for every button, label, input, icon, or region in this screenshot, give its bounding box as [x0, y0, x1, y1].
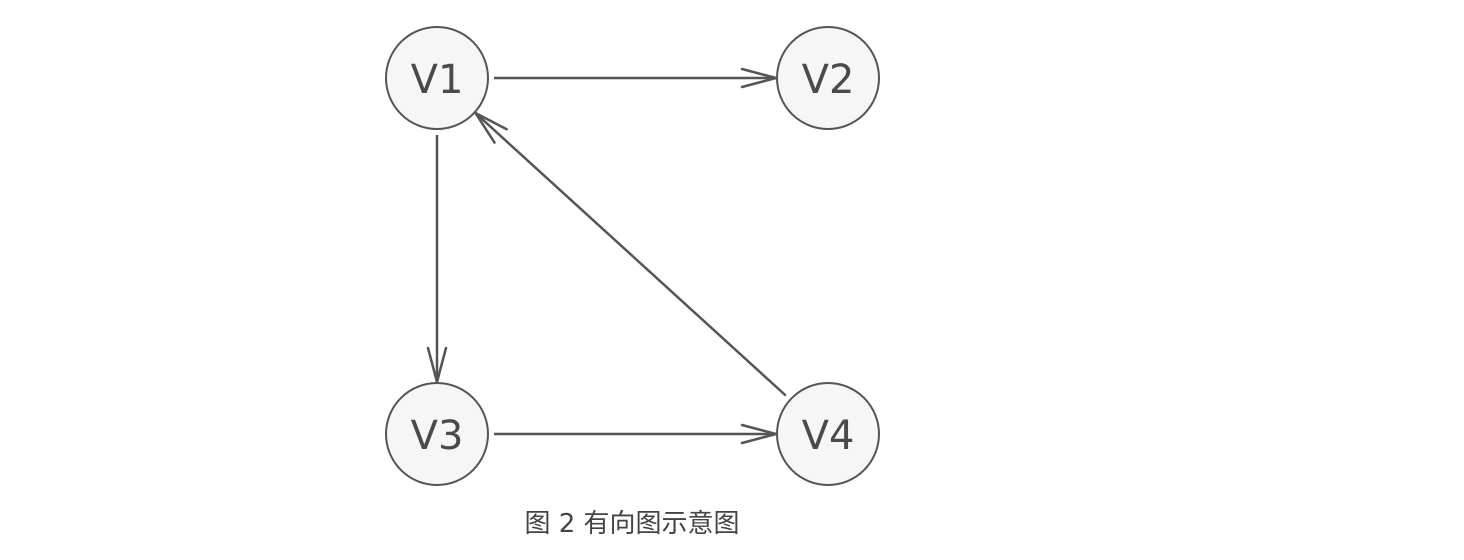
- node-v2: V2: [776, 26, 880, 130]
- node-circle: [385, 382, 489, 486]
- node-label: V2: [802, 57, 855, 103]
- node-label: V3: [411, 413, 464, 459]
- node-circle: [385, 26, 489, 130]
- node-v3: V3: [385, 382, 489, 486]
- node-v1: V1: [385, 26, 489, 130]
- edge-v4-to-v1: [474, 111, 787, 397]
- edge-v1-to-v3: [426, 135, 448, 384]
- node-circle: [776, 26, 880, 130]
- edge-v1-to-v2: [494, 67, 778, 89]
- edge-v3-to-v4: [494, 423, 778, 445]
- figure-caption: 图 2 有向图示意图: [524, 509, 740, 539]
- node-label: V4: [802, 413, 855, 459]
- node-v4: V4: [776, 382, 880, 486]
- node-label: V1: [411, 57, 464, 103]
- node-circle: [776, 382, 880, 486]
- edge-line: [474, 112, 787, 397]
- edges-layer: [426, 67, 787, 445]
